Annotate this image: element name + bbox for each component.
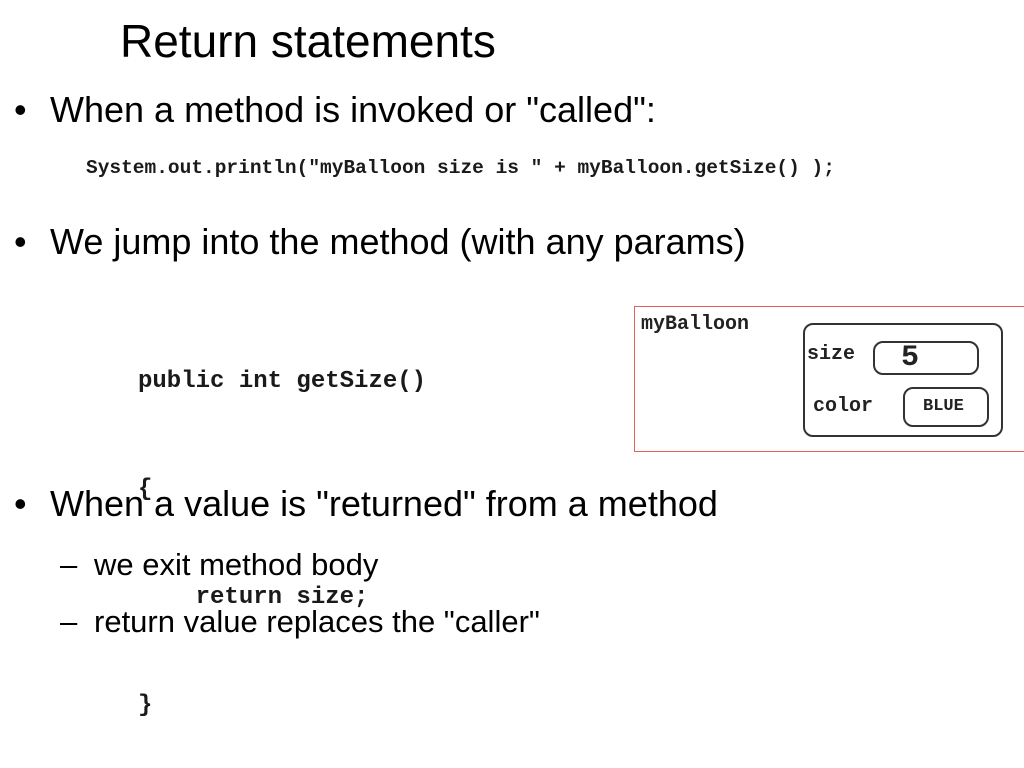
- bullet-text: We jump into the method (with any params…: [50, 221, 746, 262]
- slide-title: Return statements: [120, 15, 496, 67]
- variable-name: myBalloon: [641, 313, 750, 336]
- bullet-jump: • We jump into the method (with any param…: [14, 220, 746, 264]
- subbullet-marker: –: [60, 547, 78, 582]
- field-value-size: 5: [873, 341, 979, 375]
- bullet-returned: • When a value is "returned" from a metho…: [14, 482, 718, 526]
- field-label-size: size: [807, 343, 856, 366]
- subbullet-marker: –: [60, 604, 78, 639]
- subbullet-text: return value replaces the "caller": [94, 604, 540, 639]
- bullet-marker: •: [14, 483, 27, 524]
- code-line: }: [138, 692, 153, 719]
- field-label-color: color: [813, 395, 874, 418]
- code-method-call: System.out.println("myBalloon size is " …: [86, 157, 835, 179]
- code-line: public int getSize(): [138, 368, 427, 395]
- object-diagram: myBalloon size 5 color BLUE: [634, 306, 1024, 452]
- subbullet-text: we exit method body: [94, 547, 379, 582]
- bullet-text: When a method is invoked or "called":: [50, 89, 656, 130]
- subbullet-exit: –we exit method body: [60, 546, 378, 584]
- subbullet-replace: –return value replaces the "caller": [60, 603, 540, 641]
- bullet-invoked: • When a method is invoked or "called":: [14, 88, 656, 132]
- code-line: {: [138, 476, 153, 503]
- bullet-marker: •: [14, 221, 27, 262]
- bullet-text: When a value is "returned" from a method: [50, 483, 718, 524]
- field-value-color: BLUE: [903, 387, 989, 427]
- code-line: return size;: [138, 584, 369, 611]
- bullet-marker: •: [14, 89, 27, 130]
- balloon-object: size 5 color BLUE: [803, 323, 1003, 437]
- code-method-body: public int getSize() { return size; }: [138, 292, 426, 760]
